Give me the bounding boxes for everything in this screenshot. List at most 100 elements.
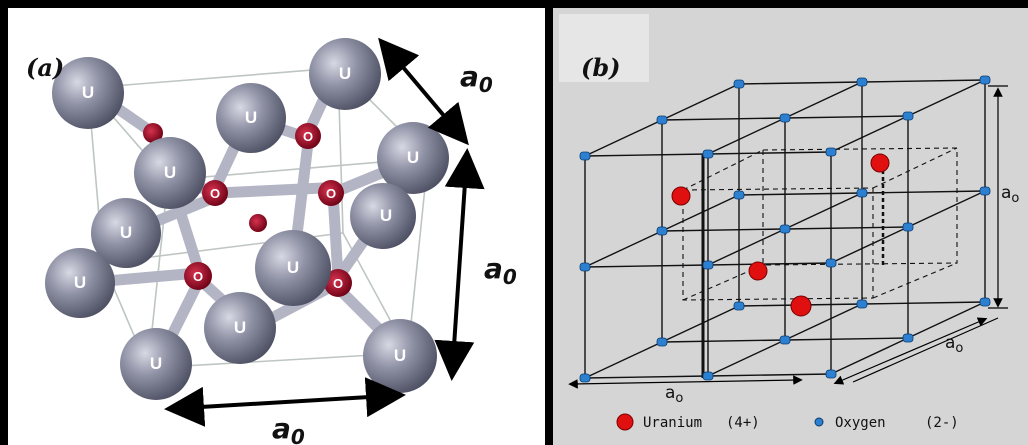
oxygen-node	[733, 301, 745, 311]
lattice-edge	[707, 228, 786, 266]
legend: Uranium (4+) Oxygen (2-)	[616, 413, 959, 431]
svg-text:U: U	[407, 148, 419, 167]
lattice-edge	[661, 339, 786, 343]
oxygen-node	[779, 113, 791, 123]
oxygen-node	[856, 188, 868, 198]
lattice-edge	[584, 153, 709, 157]
lattice-edge	[784, 303, 863, 341]
panel-a-label: (a)	[26, 53, 64, 82]
oxygen-node	[702, 260, 714, 270]
svg-text:U: U	[287, 258, 299, 277]
svg-text:U: U	[82, 83, 94, 102]
legend-oxygen-name: Oxygen	[835, 415, 886, 431]
oxygen-node	[702, 371, 714, 381]
svg-text:U: U	[150, 354, 162, 373]
uranium-atom: U	[134, 137, 206, 209]
lattice-edge	[707, 373, 832, 377]
oxygen-node	[579, 262, 591, 272]
uranium-atom: U	[45, 248, 115, 318]
oxygen-node	[656, 226, 668, 236]
lattice-edge	[784, 81, 863, 119]
uranium-atom: U	[255, 230, 331, 306]
lattice-edge	[784, 192, 863, 230]
oxygen-node	[779, 335, 791, 345]
lattice-edge	[784, 226, 909, 230]
svg-text:U: U	[120, 223, 132, 242]
uranium-atom: U	[216, 83, 286, 153]
lattice-edge	[584, 375, 709, 379]
svg-text:O: O	[333, 276, 343, 291]
panel-a-ball-and-stick-model: O O O O O U U U U U U U U U U U U	[8, 8, 545, 445]
oxygen-atom: O	[295, 123, 321, 149]
oxygen-node	[979, 186, 991, 196]
lattice-edge	[707, 339, 786, 377]
oxygen-atom	[249, 214, 267, 232]
lattice-edge	[784, 115, 909, 119]
lattice-edge	[861, 79, 986, 83]
lattice-edge	[661, 305, 740, 343]
lattice-edge	[830, 115, 909, 153]
svg-text:U: U	[164, 163, 176, 182]
lattice-edge	[707, 262, 832, 266]
oxygen-atom: O	[184, 262, 212, 290]
uranium-atom	[748, 261, 768, 281]
uranium-atom: U	[120, 328, 192, 400]
lattice-edge	[861, 190, 986, 194]
uranium-atoms: U U U U U U U U U U U U	[45, 38, 449, 400]
uranium-atom: U	[377, 122, 449, 194]
svg-text:U: U	[245, 108, 257, 127]
svg-text:O: O	[303, 129, 313, 144]
lattice-edge	[707, 151, 832, 155]
oxygen-node	[979, 75, 991, 85]
lattice-edge	[907, 79, 986, 117]
panel-a-svg: O O O O O U U U U U U U U U U U U	[26, 37, 517, 445]
panel-b-label: (b)	[581, 53, 621, 82]
lattice-edge	[707, 117, 786, 155]
oxygen-node	[856, 299, 868, 309]
dimension-arrows	[164, 37, 485, 427]
oxygen-node	[656, 337, 668, 347]
lattice-edge	[584, 119, 663, 157]
uranium-atom: U	[309, 38, 381, 110]
dimension-lines-b	[568, 85, 1008, 389]
oxygen-node	[702, 149, 714, 159]
uranium-atom: U	[363, 319, 437, 393]
lattice-edge	[661, 83, 740, 121]
dimension-label-right: a0	[484, 252, 517, 289]
legend-oxygen-swatch	[814, 417, 824, 427]
legend-uranium-swatch	[616, 413, 634, 431]
panel-b-lattice-diagram: (b)	[553, 8, 1028, 445]
lattice-edge	[584, 341, 663, 379]
oxygen-atoms: O O O O O	[143, 123, 352, 297]
svg-text:O: O	[326, 186, 336, 201]
oxygen-node	[733, 190, 745, 200]
oxygen-node	[825, 369, 837, 379]
oxygen-node	[902, 222, 914, 232]
uranium-atoms-b	[671, 153, 890, 317]
oxygen-node	[902, 333, 914, 343]
oxygen-node	[825, 258, 837, 268]
lattice-edge	[661, 228, 786, 232]
dimension-label-top: a0	[460, 60, 493, 97]
svg-text:U: U	[339, 64, 351, 83]
lattice-edge	[784, 337, 909, 341]
oxygen-node	[579, 373, 591, 383]
dimension-label-width: ao	[665, 383, 683, 406]
uranium-atom: U	[52, 57, 124, 129]
panel-b-svg: (b)	[559, 14, 1019, 431]
lattice-edge	[738, 192, 863, 196]
oxygen-nodes	[579, 75, 991, 383]
oxygen-node	[656, 115, 668, 125]
lattice-edge	[738, 81, 863, 85]
legend-uranium-charge: (4+)	[726, 415, 760, 431]
panel-b-label-backdrop	[559, 14, 649, 82]
dimension-label-height: ao	[1001, 183, 1019, 206]
oxygen-atom: O	[318, 180, 344, 206]
svg-text:U: U	[234, 318, 246, 337]
lattice-edge	[661, 117, 786, 121]
oxygen-node	[779, 224, 791, 234]
lattice-edge	[907, 190, 986, 228]
uranium-atom	[671, 186, 691, 206]
svg-text:O: O	[210, 186, 220, 201]
uranium-atom: U	[91, 198, 161, 268]
